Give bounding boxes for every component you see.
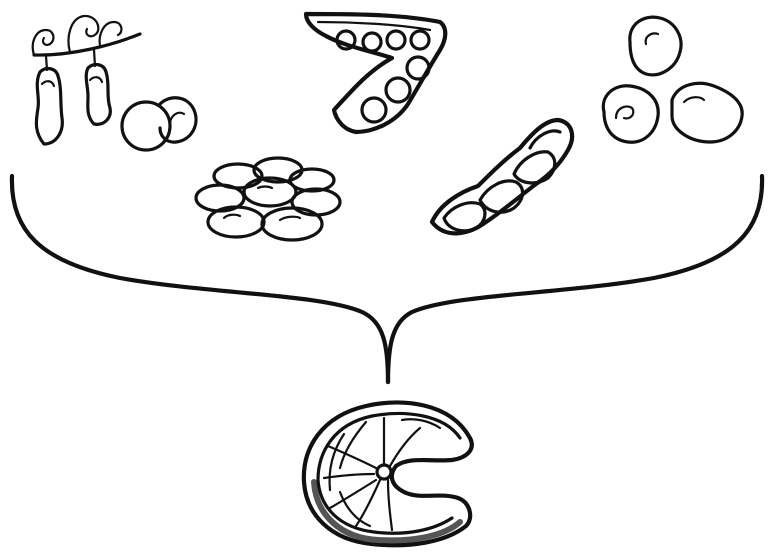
lima-beans-icon (196, 158, 340, 240)
chickpeas-icon (603, 17, 742, 142)
pea-pod-icon (306, 14, 445, 132)
salmon-steak-icon (304, 403, 472, 546)
peanut-plant-icon (33, 16, 196, 150)
soybean-pod-icon (432, 120, 572, 233)
brace-connector (12, 176, 762, 382)
